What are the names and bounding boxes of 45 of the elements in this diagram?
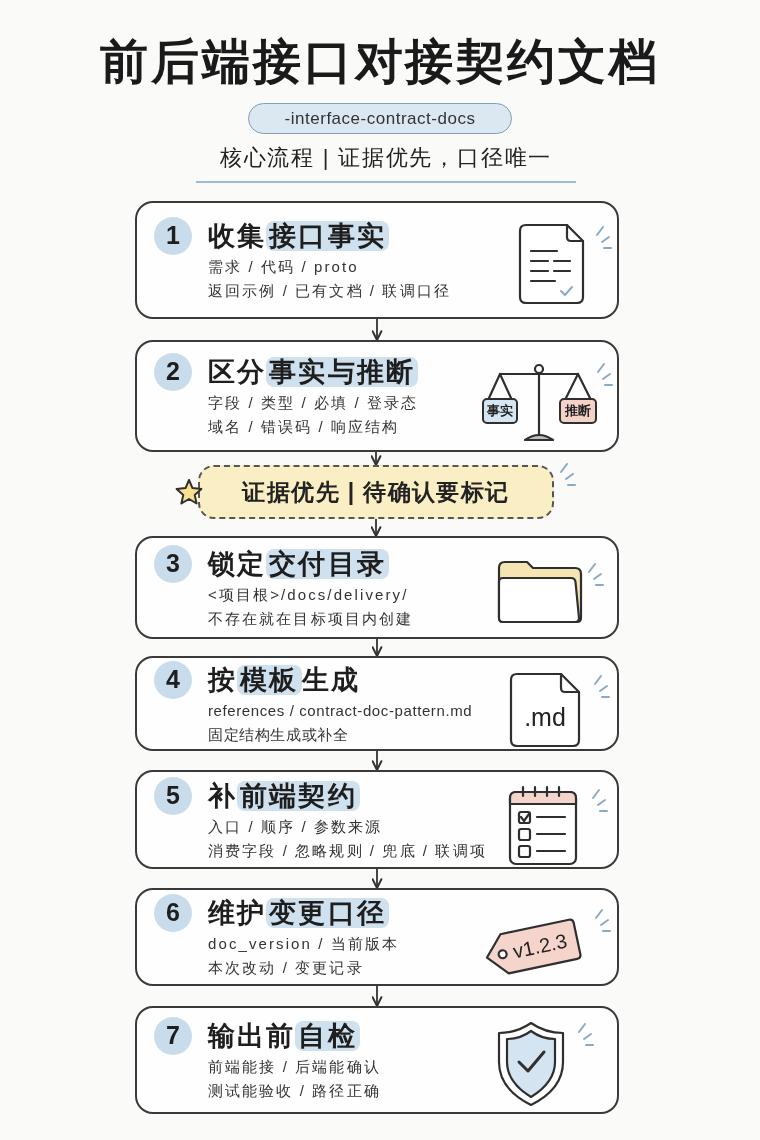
scale-pan-label: 事实 [482,398,518,424]
step-title: 按模板生成 [208,663,360,697]
step-detail: 不存在就在目标项目内创建 [208,608,414,629]
arrow [371,638,383,657]
step-card [135,340,619,452]
step-number: 6 [154,894,192,932]
step-card [135,1006,619,1114]
step-card [135,536,619,639]
step-detail: references / contract-doc-pattern.md [208,700,473,721]
step-detail: 固定结构生成或补全 [208,724,349,745]
step-detail: 返回示例 / 已有文档 / 联调口径 [208,281,451,301]
callout-text: 证据优先 | 待确认要标记 [242,477,510,507]
file-extension: .md [523,702,567,734]
step-card [135,656,619,751]
arrow [370,518,382,537]
step-card [135,888,619,986]
step-detail: 字段 / 类型 / 必填 / 登录态 [208,393,419,413]
step-number: 5 [154,776,192,815]
step-detail: <项目根>/docs/delivery/ [208,584,409,605]
step-title: 输出前自检 [208,1017,360,1055]
step-detail: 入口 / 顺序 / 参数来源 [208,816,383,837]
step-number: 4 [154,660,192,699]
scale-pan-label: 推断 [559,398,597,424]
step-number: 2 [154,353,192,391]
step-detail: 测试能验收 / 路径正确 [208,1081,381,1101]
arrow [371,750,383,771]
step-number: 3 [154,544,192,583]
step-number: 1 [154,217,192,255]
page-title: 前后端接口对接契约文档 [99,36,661,88]
arrow [370,451,382,466]
arrow [371,868,383,889]
step-detail: 本次改动 / 变更记录 [208,958,364,978]
step-detail: 消费字段 / 忽略规则 / 兜底 / 联调项 [208,840,487,861]
section-heading: 核心流程 | 证据优先，口径唯一 [196,142,576,183]
arrow [371,985,383,1007]
step-detail: 域名 / 错误码 / 响应结构 [208,417,400,437]
step-card [135,770,619,869]
step-detail: 前端能接 / 后端能确认 [208,1057,381,1077]
step-detail: 需求 / 代码 / proto [208,257,359,277]
step-number: 7 [154,1017,192,1055]
subtitle-banner: -interface-contract-docs [248,103,512,134]
step-detail: doc_version / 当前版本 [208,934,400,954]
step-card [135,201,619,319]
version-label: v1.2.3 [510,928,570,965]
arrow [371,318,383,341]
